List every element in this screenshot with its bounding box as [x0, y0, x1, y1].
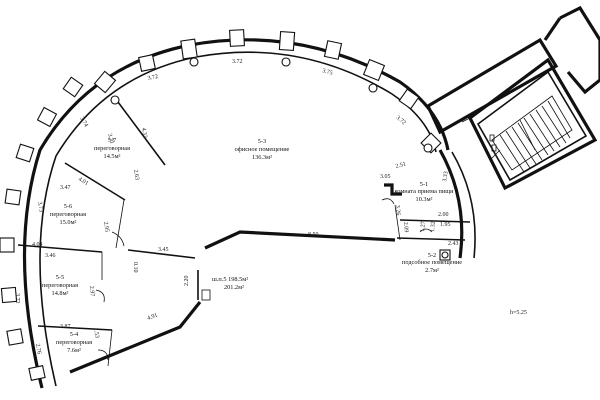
dim-3-26: 3.26	[394, 205, 401, 216]
dim-2-51: 2.51	[395, 161, 407, 170]
room-5-1-label: 5-1 комната приема пищи 10.3м²	[395, 181, 455, 203]
dim-3-45: 3.45	[158, 247, 169, 253]
svg-text:5-5: 5-5	[56, 274, 64, 281]
dimension-labels: 3.72 3.72 3.75 3.72 3.71 3.74 4.33 3.73 …	[14, 59, 459, 355]
dim-8-50: 8.50	[308, 232, 319, 238]
dim-3-74: 3.74	[78, 116, 88, 128]
dim-4-01: 4.01	[77, 177, 89, 187]
outer-facade	[22, 38, 450, 389]
dim-2-43: 2.43	[448, 241, 459, 247]
dim-3-72-top-left: 3.72	[147, 74, 159, 82]
dim-2-20: 2.20	[184, 276, 190, 287]
room-labels: 5-3 офисное помещение 136.3м² 5-7 перего…	[42, 137, 462, 354]
room-5-4-label: 5-4 переговорная 7.6м²	[56, 331, 92, 354]
svg-text:5-1: 5-1	[420, 181, 428, 188]
dim-3-72-left: 3.72	[14, 293, 20, 304]
stair-treads	[499, 100, 571, 173]
dim-3-71: 3.71	[106, 133, 115, 145]
dim-3-73-left: 3.73	[36, 201, 44, 212]
svg-text:комната приема пищи: комната приема пищи	[395, 188, 455, 195]
dim-1-27: 1.27	[420, 221, 427, 232]
svg-text:5-2: 5-2	[428, 252, 436, 259]
dim-4-91: 4.91	[147, 313, 159, 322]
dim-3-46: 3.46	[45, 253, 56, 259]
room-5-7-label: 5-7 переговорная 14.5м²	[94, 137, 130, 160]
svg-text:14.8м²: 14.8м²	[52, 290, 69, 297]
svg-text:подсобное помещение: подсобное помещение	[402, 259, 462, 266]
dim-3-75: 3.75	[321, 68, 333, 77]
svg-text:15.0м²: 15.0м²	[60, 219, 77, 226]
dim-3-87: 3.87	[60, 324, 71, 330]
svg-text:136.3м²: 136.3м²	[252, 154, 272, 161]
svg-text:14.5м²: 14.5м²	[104, 153, 121, 160]
dim-3-47-upper: 3.47	[60, 185, 71, 191]
svg-text:переговорная: переговорная	[94, 145, 130, 152]
svg-text:переговорная: переговорная	[50, 211, 86, 218]
svg-text:ш.п.5 198.5м²: ш.п.5 198.5м²	[212, 276, 248, 283]
room-5-5-label: 5-5 переговорная 14.8м²	[42, 274, 78, 297]
dim-3-05: 3.05	[380, 174, 391, 180]
svg-text:переговорная: переговорная	[42, 282, 78, 289]
dim-2-63: 2.63	[132, 169, 140, 180]
dim-2-00: 2.00	[438, 212, 449, 218]
dim-0-10: 0.10	[132, 262, 138, 273]
svg-text:10.3м²: 10.3м²	[416, 196, 433, 203]
ceiling-height-note: h=5.25	[510, 310, 527, 316]
dim-1-95: 1.95	[440, 222, 451, 228]
dim-4-04: 4.04	[32, 242, 43, 248]
partitions	[17, 101, 476, 374]
svg-text:5-7: 5-7	[108, 137, 116, 144]
dim-2-97: 2.97	[88, 286, 95, 297]
dim-4-33: 4.33	[140, 127, 148, 138]
room-5-2-label: 5-2 подсобное помещение 2.7м²	[402, 252, 462, 274]
totals-prefix: ш.п.5	[212, 276, 227, 283]
facade-columns	[0, 29, 442, 381]
room-5-3-label: 5-3 офисное помещение 136.3м²	[235, 138, 290, 161]
dim-3-72-right: 3.72	[395, 115, 407, 126]
dim-2-76: 2.76	[34, 343, 42, 354]
dim-2-09: 2.09	[402, 222, 409, 233]
svg-text:7.6м²: 7.6м²	[67, 347, 81, 354]
totals-overall: 201.2м²	[224, 284, 244, 291]
dim-3-72-top: 3.72	[232, 59, 243, 65]
svg-text:переговорная: переговорная	[56, 339, 92, 346]
dim-3-33: 3.33	[442, 171, 450, 182]
room-5-6-label: 5-6 переговорная 15.0м²	[50, 203, 86, 226]
svg-text:5-3: 5-3	[258, 138, 266, 145]
floor-area-totals: ш.п.5 198.5м² 201.2м²	[212, 276, 248, 291]
svg-text:5-6: 5-6	[64, 203, 72, 210]
totals-usable: 198.5м²	[228, 276, 248, 283]
svg-text:офисное помещение: офисное помещение	[235, 146, 290, 153]
dim-2-95: 2.95	[102, 221, 110, 232]
stair-block	[425, 5, 600, 191]
dim-1-32: 1.32	[430, 221, 437, 232]
svg-text:2.7м²: 2.7м²	[425, 267, 439, 274]
dim-1-53: 1.53	[92, 327, 100, 338]
svg-text:5-4: 5-4	[70, 331, 79, 338]
doors	[95, 198, 433, 361]
